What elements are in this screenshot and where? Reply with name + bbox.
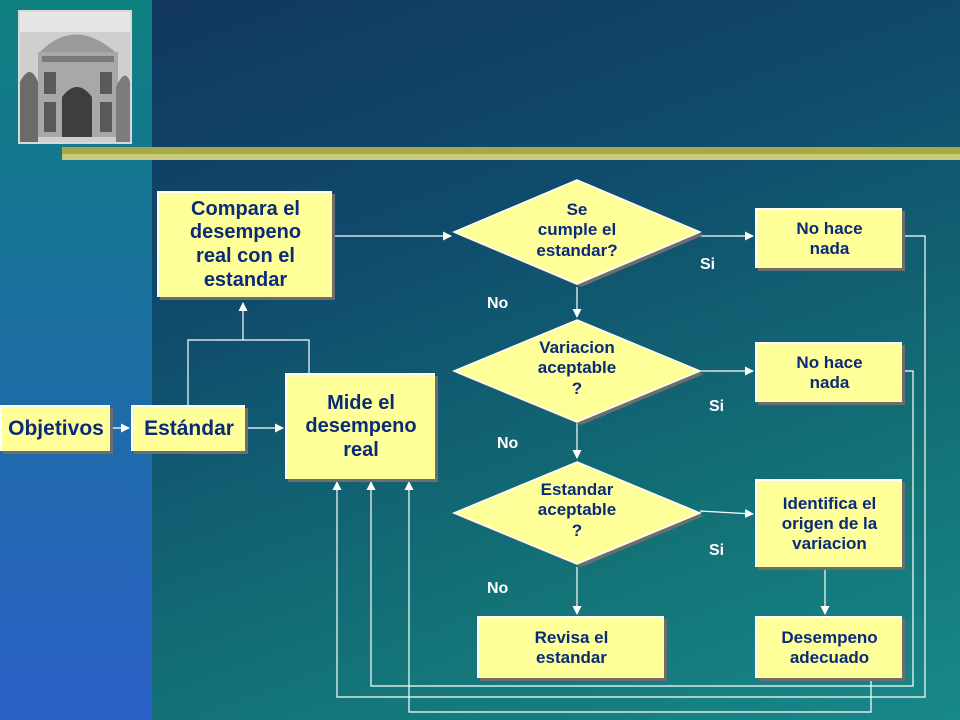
node-identifica-origen: Identifica el origen de la variacion	[755, 479, 902, 567]
node-no-hace-nada-1: No hace nada	[755, 208, 902, 268]
node-no-hace-nada-2: No hace nada	[755, 342, 902, 402]
header-rule-dark	[62, 147, 960, 154]
label-si-3: Si	[709, 542, 725, 559]
label-no-1: No	[487, 295, 509, 312]
node-objetivos: Objetivos	[0, 405, 110, 451]
decision-diamonds	[452, 179, 704, 567]
decision-variacion-aceptable: Variacion aceptable ?	[537, 338, 617, 398]
label-no-2: No	[497, 435, 519, 452]
label-no-3: No	[487, 580, 509, 597]
node-revisa-estandar: Revisa el estandar	[477, 616, 664, 678]
node-desempeno-adecuado: Desempeno adecuado	[755, 616, 902, 678]
node-mide-desempeno: Mide el desempeno real	[285, 373, 435, 479]
node-estandar: Estándar	[131, 405, 245, 451]
node-compara: Compara el desempeno real con el estanda…	[157, 191, 332, 297]
decision-estandar-aceptable: Estandar aceptable ?	[537, 480, 617, 540]
header-rule-light	[62, 154, 960, 160]
label-si-1: Si	[700, 256, 716, 273]
decision-cumple-estandar: Se cumple el estandar?	[536, 200, 618, 260]
building-photo	[18, 10, 132, 144]
label-si-2: Si	[709, 398, 725, 415]
